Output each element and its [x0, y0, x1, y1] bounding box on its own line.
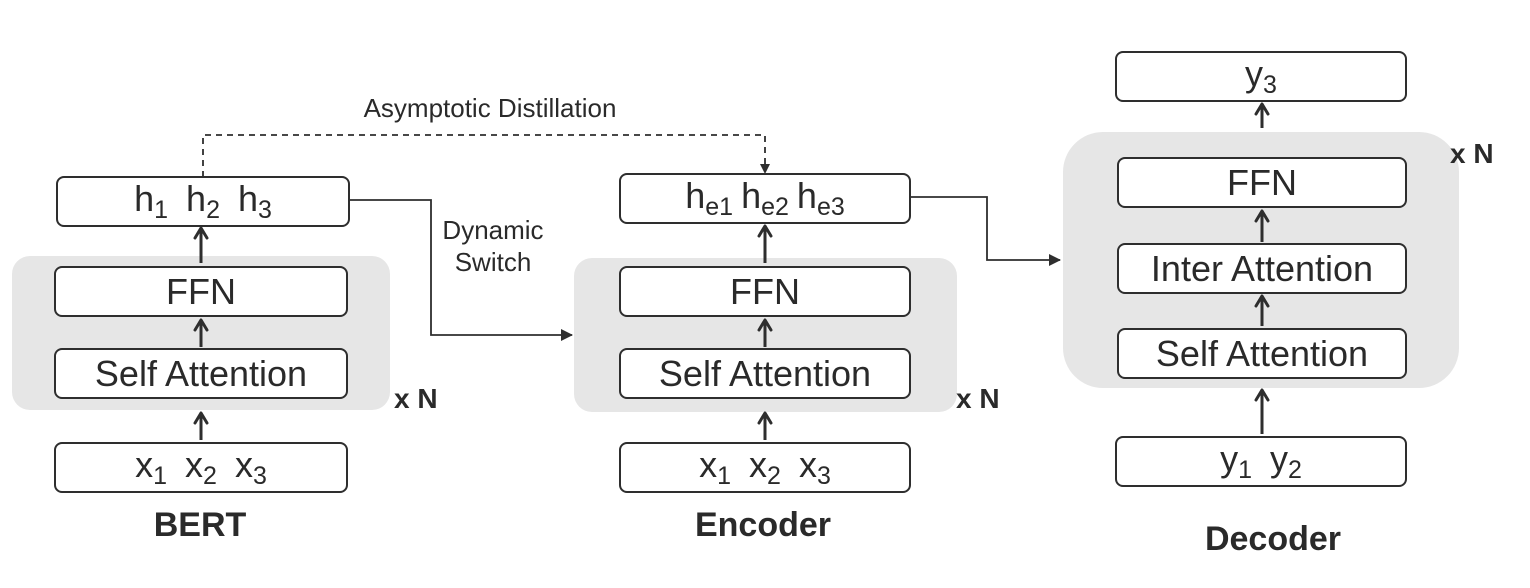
decoder-title: Decoder — [1204, 520, 1342, 558]
decoder-input-box: y1 y2 — [1115, 436, 1407, 487]
encoder-self-attention-box: Self Attention — [619, 348, 911, 399]
encoder-self-attention-label: Self Attention — [658, 352, 872, 394]
decoder-ffn-label: FFN — [1227, 161, 1297, 203]
bert-input-box: x1 x2 x3 — [54, 442, 348, 493]
bert-ffn-box: FFN — [54, 266, 348, 317]
distillation-label: Asymptotic Distillation — [363, 93, 617, 123]
bert-output-box: h1 h2 h3 — [56, 176, 350, 227]
bert-self-attention-label: Self Attention — [94, 352, 308, 394]
bert-title: BERT — [153, 506, 247, 544]
encoder-to-decoder-line — [911, 196, 1061, 266]
dynamic-switch-line2: Switch — [454, 247, 532, 277]
bert-self-attention-box: Self Attention — [54, 348, 348, 399]
encoder-input-token: x2 — [749, 444, 781, 490]
dynamic-switch-label: Dynamic Switch — [418, 214, 568, 278]
distillation-dashed-line — [202, 134, 770, 177]
encoder-input-box: x1 x2 x3 — [619, 442, 911, 493]
encoder-repeat-label: x N — [956, 383, 1000, 414]
decoder-ffn-box: FFN — [1117, 157, 1407, 208]
encoder-ffn-label: FFN — [730, 270, 800, 312]
encoder-output-token: he2 — [741, 175, 789, 221]
encoder-output-box: he1 he2 he3 — [619, 173, 911, 224]
decoder-input-token: y1 — [1220, 438, 1252, 484]
decoder-output-box: y3 — [1115, 51, 1407, 102]
bert-output-token: h1 — [134, 178, 169, 224]
encoder-output-token: he3 — [796, 175, 845, 221]
encoder-title: Encoder — [694, 506, 832, 544]
bert-repeat-label: x N — [394, 383, 438, 414]
bert-ffn-label: FFN — [166, 270, 236, 312]
decoder-self-attention-box: Self Attention — [1117, 328, 1407, 379]
decoder-inter-attention-label: Inter Attention — [1150, 247, 1374, 289]
decoder-input-token: y2 — [1270, 438, 1302, 484]
bert-output-token: h2 — [186, 178, 220, 224]
encoder-input-token: x1 — [699, 444, 732, 490]
encoder-input-token: x3 — [798, 444, 831, 490]
bert-output-token: h3 — [237, 178, 272, 224]
bert-input-token: x3 — [234, 444, 267, 490]
dynamic-switch-line1: Dynamic — [442, 215, 544, 245]
bert-input-token: x2 — [185, 444, 217, 490]
decoder-self-attention-label: Self Attention — [1155, 332, 1369, 374]
decoder-repeat-label: x N — [1450, 138, 1494, 169]
decoder-inter-attention-box: Inter Attention — [1117, 243, 1407, 294]
bert-input-token: x1 — [135, 444, 168, 490]
encoder-output-token: he1 — [685, 175, 734, 221]
dynamic-switch-line — [349, 199, 573, 341]
encoder-ffn-box: FFN — [619, 266, 911, 317]
decoder-output-token: y3 — [1245, 53, 1277, 99]
